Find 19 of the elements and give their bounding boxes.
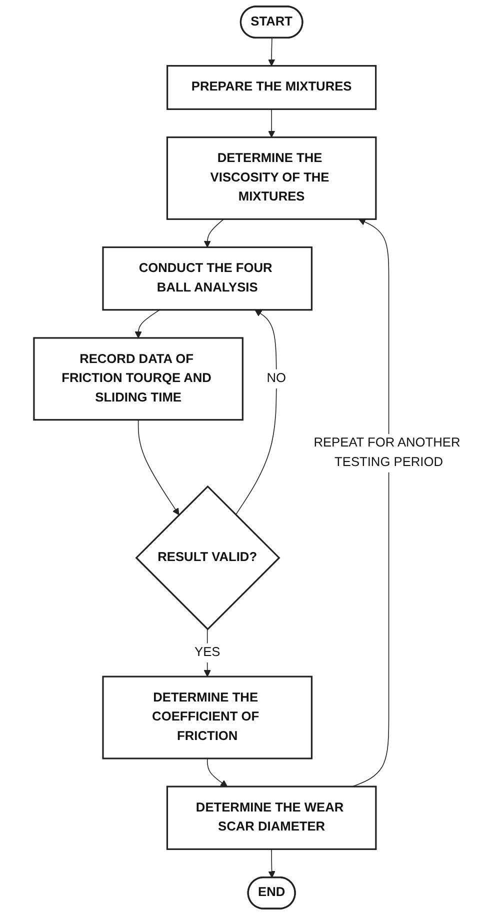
node-box: DETERMINE THE WEAR SCAR DIAMETER xyxy=(166,786,377,850)
edge-label: YES xyxy=(194,646,220,660)
node-box: RECORD DATA OF FRICTION TOURQE AND SLIDING TIME xyxy=(33,337,244,421)
arrow xyxy=(268,38,276,66)
arrow xyxy=(138,419,180,516)
arrow xyxy=(134,309,160,338)
arrow xyxy=(268,108,276,138)
arrow xyxy=(352,218,390,787)
node-box: CONDUCT THE FOUR BALL ANALYSIS xyxy=(102,246,312,311)
node-box: PREPARE THE MIXTURES xyxy=(166,65,377,110)
node-box: DETERMINE THE VISCOSITY OF THE MIXTURES xyxy=(166,136,377,220)
edge-label: REPEAT FOR ANOTHER TESTING PERIOD xyxy=(314,436,460,470)
arrow xyxy=(204,218,224,248)
edge-label: NO xyxy=(266,372,286,386)
arrow xyxy=(268,848,276,878)
node-box: DETERMINE THE COEFFICIENT OF FRICTION xyxy=(102,676,312,760)
arrow xyxy=(206,758,228,787)
arrow xyxy=(235,310,277,516)
node-diamond: RESULT VALID? xyxy=(135,485,280,630)
